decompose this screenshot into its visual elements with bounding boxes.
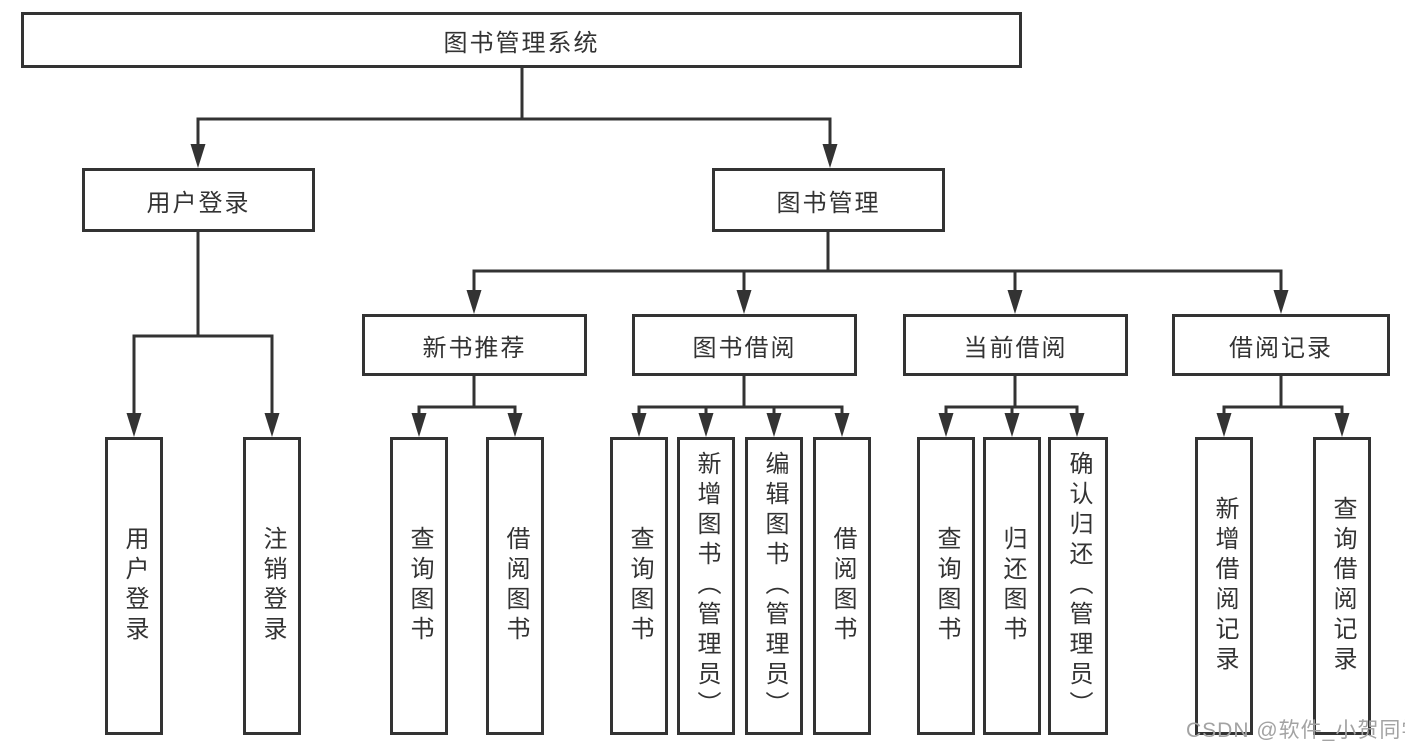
leaf-user-login: 用户登录 — [105, 437, 163, 735]
node-book-management-branch: 图书管理 — [712, 168, 945, 232]
leaf-query-books-1: 查询图书 — [390, 437, 448, 735]
arrowhead-down — [126, 413, 142, 437]
leaf-query-books-2: 查询图书 — [610, 437, 668, 735]
node-label: 图书借阅 — [692, 334, 797, 362]
arrowhead-down — [736, 290, 752, 314]
connector-current-to-leaves — [938, 374, 1085, 437]
leaf-label: 查询借阅记录 — [1329, 496, 1356, 676]
leaf-label: 新增图书（管理员） — [693, 451, 720, 721]
node-borrowing-records: 借阅记录 — [1172, 314, 1390, 376]
arrowhead-down — [822, 144, 838, 168]
leaf-label: 借阅图书 — [502, 526, 529, 646]
node-new-book-recommendation: 新书推荐 — [362, 314, 587, 376]
node-label: 用户登录 — [146, 189, 251, 217]
connector-bookmgmt-to-level3 — [466, 230, 1289, 314]
arrowhead-down — [834, 413, 850, 437]
leaf-label: 确认归还（管理员） — [1065, 451, 1092, 721]
leaf-label: 查询图书 — [406, 526, 433, 646]
leaf-edit-books-admin: 编辑图书（管理员） — [745, 437, 803, 735]
arrowhead-down — [190, 144, 206, 168]
arrowhead-down — [264, 413, 280, 437]
leaf-logout: 注销登录 — [243, 437, 301, 735]
arrowhead-down — [1004, 413, 1020, 437]
arrowhead-down — [1334, 413, 1350, 437]
connector-newbooks-to-leaves — [411, 374, 523, 437]
connector-userlogin-to-leaves — [126, 230, 280, 437]
leaf-borrow-books-2: 借阅图书 — [813, 437, 871, 735]
arrowhead-down — [411, 413, 427, 437]
leaf-confirm-return-admin: 确认归还（管理员） — [1048, 437, 1108, 735]
watermark: CSDN @软件_小贺同学 — [1186, 719, 1405, 742]
leaf-label: 查询图书 — [626, 526, 653, 646]
node-library-management-system: 图书管理系统 — [21, 12, 1022, 68]
leaf-label: 用户登录 — [121, 526, 148, 646]
connector-records-to-leaves — [1216, 374, 1350, 437]
arrowhead-down — [698, 413, 714, 437]
arrowhead-down — [1069, 413, 1085, 437]
leaf-label: 新增借阅记录 — [1211, 496, 1238, 676]
leaf-add-books-admin: 新增图书（管理员） — [677, 437, 735, 735]
node-label: 新书推荐 — [422, 334, 527, 362]
arrowhead-down — [507, 413, 523, 437]
arrowhead-down — [766, 413, 782, 437]
arrowhead-down — [1273, 290, 1289, 314]
leaf-label: 注销登录 — [259, 526, 286, 646]
node-label: 图书管理 — [776, 189, 881, 217]
connector-root-to-level2 — [190, 66, 838, 168]
leaf-label: 归还图书 — [999, 526, 1026, 646]
node-current-borrowing: 当前借阅 — [903, 314, 1128, 376]
node-label: 图书管理系统 — [443, 29, 600, 57]
arrowhead-down — [631, 413, 647, 437]
leaf-return-books: 归还图书 — [983, 437, 1041, 735]
node-label: 当前借阅 — [963, 334, 1068, 362]
leaf-label: 编辑图书（管理员） — [761, 451, 788, 721]
leaf-label: 查询图书 — [933, 526, 960, 646]
arrowhead-down — [1216, 413, 1232, 437]
connector-borrowing-to-leaves — [631, 374, 850, 437]
arrowhead-down — [938, 413, 954, 437]
node-label: 借阅记录 — [1229, 334, 1333, 362]
node-book-borrowing: 图书借阅 — [632, 314, 857, 376]
leaf-borrow-books-1: 借阅图书 — [486, 437, 544, 735]
leaf-add-borrow-record: 新增借阅记录 — [1195, 437, 1253, 735]
node-user-login-branch: 用户登录 — [82, 168, 315, 232]
leaf-query-borrow-record: 查询借阅记录 — [1313, 437, 1371, 735]
leaf-query-books-3: 查询图书 — [917, 437, 975, 735]
arrowhead-down — [1007, 290, 1023, 314]
arrowhead-down — [466, 290, 482, 314]
leaf-label: 借阅图书 — [829, 526, 856, 646]
